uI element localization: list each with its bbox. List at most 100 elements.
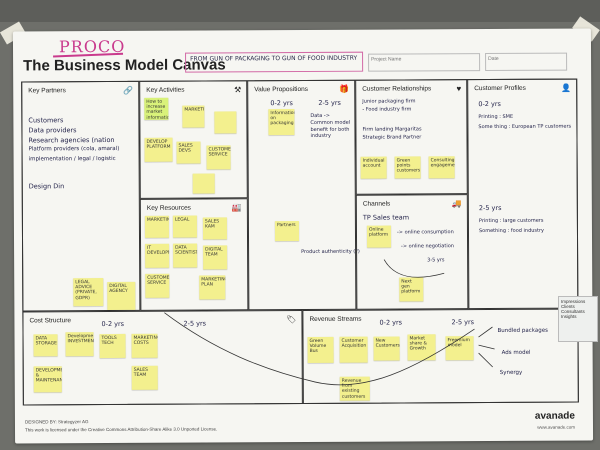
handwritten-line: Design Din	[28, 182, 65, 191]
handwritten-line: Platform providers (cola, amaral)	[28, 145, 120, 153]
channel-text: 3-5 yrs	[427, 257, 445, 264]
section-cost-structure: Cost Structure 🏷 0-2 yrs 2-5 yrs DATA ST…	[22, 310, 303, 406]
sticky-note: SALES TEAM	[131, 365, 158, 390]
factory-icon: 🏭	[231, 203, 242, 213]
horizon-label: 0-2 yrs	[478, 99, 501, 109]
section-key-partners: Key Partners 🔗 Customers Data providers …	[21, 80, 141, 312]
sticky-note: DEVELOP PLATFORM	[144, 137, 173, 162]
business-model-canvas-poster: PROCO The Business Model Canvas FROM GUN…	[12, 28, 594, 444]
channel-text: -> online consumption	[396, 229, 454, 236]
side-note: Impressions Clients Consultants Insights	[558, 296, 598, 342]
sticky-note: DATA SCIENTISTS	[173, 243, 198, 268]
profile-text: Printing : SME	[478, 113, 514, 121]
sticky-note: DEVELOPMENT & MAINTENANCE	[33, 366, 62, 393]
sticky-note: Information on packaging	[268, 109, 295, 136]
person-icon: 👤	[561, 83, 572, 93]
handwritten-line: implementation / legal / logistic	[28, 155, 116, 163]
sticky-note: IT DEVELOPMENT	[145, 243, 170, 268]
wall-background	[0, 0, 600, 22]
sticky-note: CUSTOMER SERVICE	[145, 273, 170, 298]
sticky-note: Revenue from existing customers	[339, 376, 370, 401]
horizon-label: 0-2 yrs	[379, 318, 403, 327]
section-label: Key Resources	[146, 204, 191, 212]
section-label: Value Propositions	[254, 85, 308, 94]
section-label: Cost Structure	[29, 317, 72, 325]
revenue-branch: Bundled packages	[497, 327, 548, 334]
section-label: Revenue Streams	[309, 315, 362, 323]
sticky-note: Consulting engagement	[428, 156, 455, 179]
sticky-note	[192, 173, 215, 194]
section-revenue-streams: Revenue Streams 💰 0-2 yrs 2-5 yrs Green …	[302, 308, 579, 405]
sticky-note: Individual account	[360, 156, 387, 179]
sticky-note: SALES KAM	[202, 217, 228, 240]
relationship-text: Firm landing Margaritas	[362, 126, 422, 133]
sticky-note: Next gen platform	[399, 277, 424, 302]
sticky-note: Green points customers	[394, 156, 421, 179]
sticky-note	[214, 111, 237, 134]
gift-icon: 🎁	[339, 84, 350, 94]
section-channels: Channels 🚚 TP Sales team -> online consu…	[355, 194, 469, 310]
sticky-note: Development INVESTMENT	[65, 332, 94, 357]
profile-text: Printing : large customers	[478, 217, 544, 225]
link-icon: 🔗	[123, 85, 134, 95]
section-key-resources: Key Resources 🏭 MARKETING LEGAL SALES KA…	[139, 198, 249, 311]
sticky-note: New Customers	[373, 336, 400, 361]
sticky-note: MARKETING COSTS	[131, 333, 158, 358]
horizon-label: 2-5 yrs	[183, 319, 207, 328]
sticky-note: LEGAL ADVICE (PRIVATE, GDPR)	[73, 278, 104, 307]
revenue-branch: Synergy	[499, 369, 523, 376]
sticky-note: MARKETING	[182, 105, 205, 128]
section-customer-profiles: Customer Profiles 👤 0-2 yrs Printing : S…	[467, 78, 579, 310]
relationship-text: Junior packaging firm	[362, 98, 416, 105]
relationship-text: - Food industry firm	[362, 106, 412, 113]
revenue-branch: Ads model	[501, 349, 531, 356]
avanade-url: www.avanade.com	[537, 424, 576, 430]
sticky-note: TOOLS TECH	[99, 333, 126, 359]
sticky-note: How to increase market information	[144, 97, 169, 120]
tag-icon: 🏷	[286, 315, 297, 325]
relationship-text: Strategic Brand Partner	[362, 134, 422, 141]
sticky-note: LEGAL	[172, 215, 198, 238]
section-customer-relationships: Customer Relationships ♥ Junior packagin…	[355, 79, 468, 195]
section-key-activities: Key Activities ⚒ How to increase market …	[139, 80, 248, 199]
horizon-label: 0-2 yrs	[270, 99, 293, 108]
value-text: Product authenticity (?)	[301, 248, 360, 256]
sticky-note: Customer Acquisition	[339, 336, 368, 363]
project-name-field: Project Name	[368, 53, 481, 72]
profile-text: Something : food industry	[478, 227, 545, 235]
sticky-note: DATA STORAGE	[33, 334, 58, 357]
sticky-note: CUSTOMER SERVICE	[206, 145, 231, 170]
sticky-note: Freemium model	[445, 336, 474, 361]
horizon-label: 2-5 yrs	[451, 318, 475, 327]
sticky-note: Green Volume Bus	[307, 336, 334, 363]
sticky-note: Market share & Growth	[407, 334, 436, 361]
handwritten-line: Research agencies (nation	[28, 135, 115, 145]
profile-text: Some thing : European TP customers	[478, 123, 572, 131]
footer-designed-by: DESIGNED BY: Strategyzer AG	[24, 419, 89, 425]
section-label: Key Activities	[146, 86, 185, 94]
channel-text: -> online negotiation	[401, 243, 454, 250]
date-field: Date	[485, 52, 568, 72]
sticky-note: DIGITAL AGENCY	[107, 281, 136, 311]
horizon-label: 2-5 yrs	[318, 98, 341, 107]
section-value-propositions: Value Propositions 🎁 0-2 yrs 2-5 yrs Dat…	[247, 79, 360, 311]
pink-vision-box: FROM GUN OF PACKAGING TO GUN OF FOOD IND…	[185, 51, 364, 73]
sticky-note: SALES DEVS	[176, 141, 201, 164]
sticky-note: Online platform	[366, 225, 392, 248]
value-text: Data -> Common model benefit for both in…	[310, 112, 351, 140]
sticky-note: MARKETING	[144, 215, 170, 238]
section-label: Key Partners	[28, 87, 66, 95]
section-label: Customer Profiles	[474, 84, 526, 93]
sticky-note: MARKETING PLAN	[199, 275, 226, 300]
sticky-note: Partners	[274, 221, 300, 242]
footer-license: This work is licensed under the Creative…	[24, 426, 218, 433]
avanade-logo: avanade	[534, 410, 575, 422]
horizon-label: 0-2 yrs	[101, 319, 125, 329]
section-label: Channels	[362, 200, 391, 208]
handwritten-line: Customers	[28, 116, 64, 125]
heart-icon: ♥	[456, 84, 462, 94]
sticky-note: DIGITAL TEAM	[203, 245, 228, 270]
truck-icon: 🚚	[451, 199, 462, 209]
horizon-label: 2-5 yrs	[478, 203, 502, 213]
wrench-icon: ⚒	[234, 85, 242, 95]
